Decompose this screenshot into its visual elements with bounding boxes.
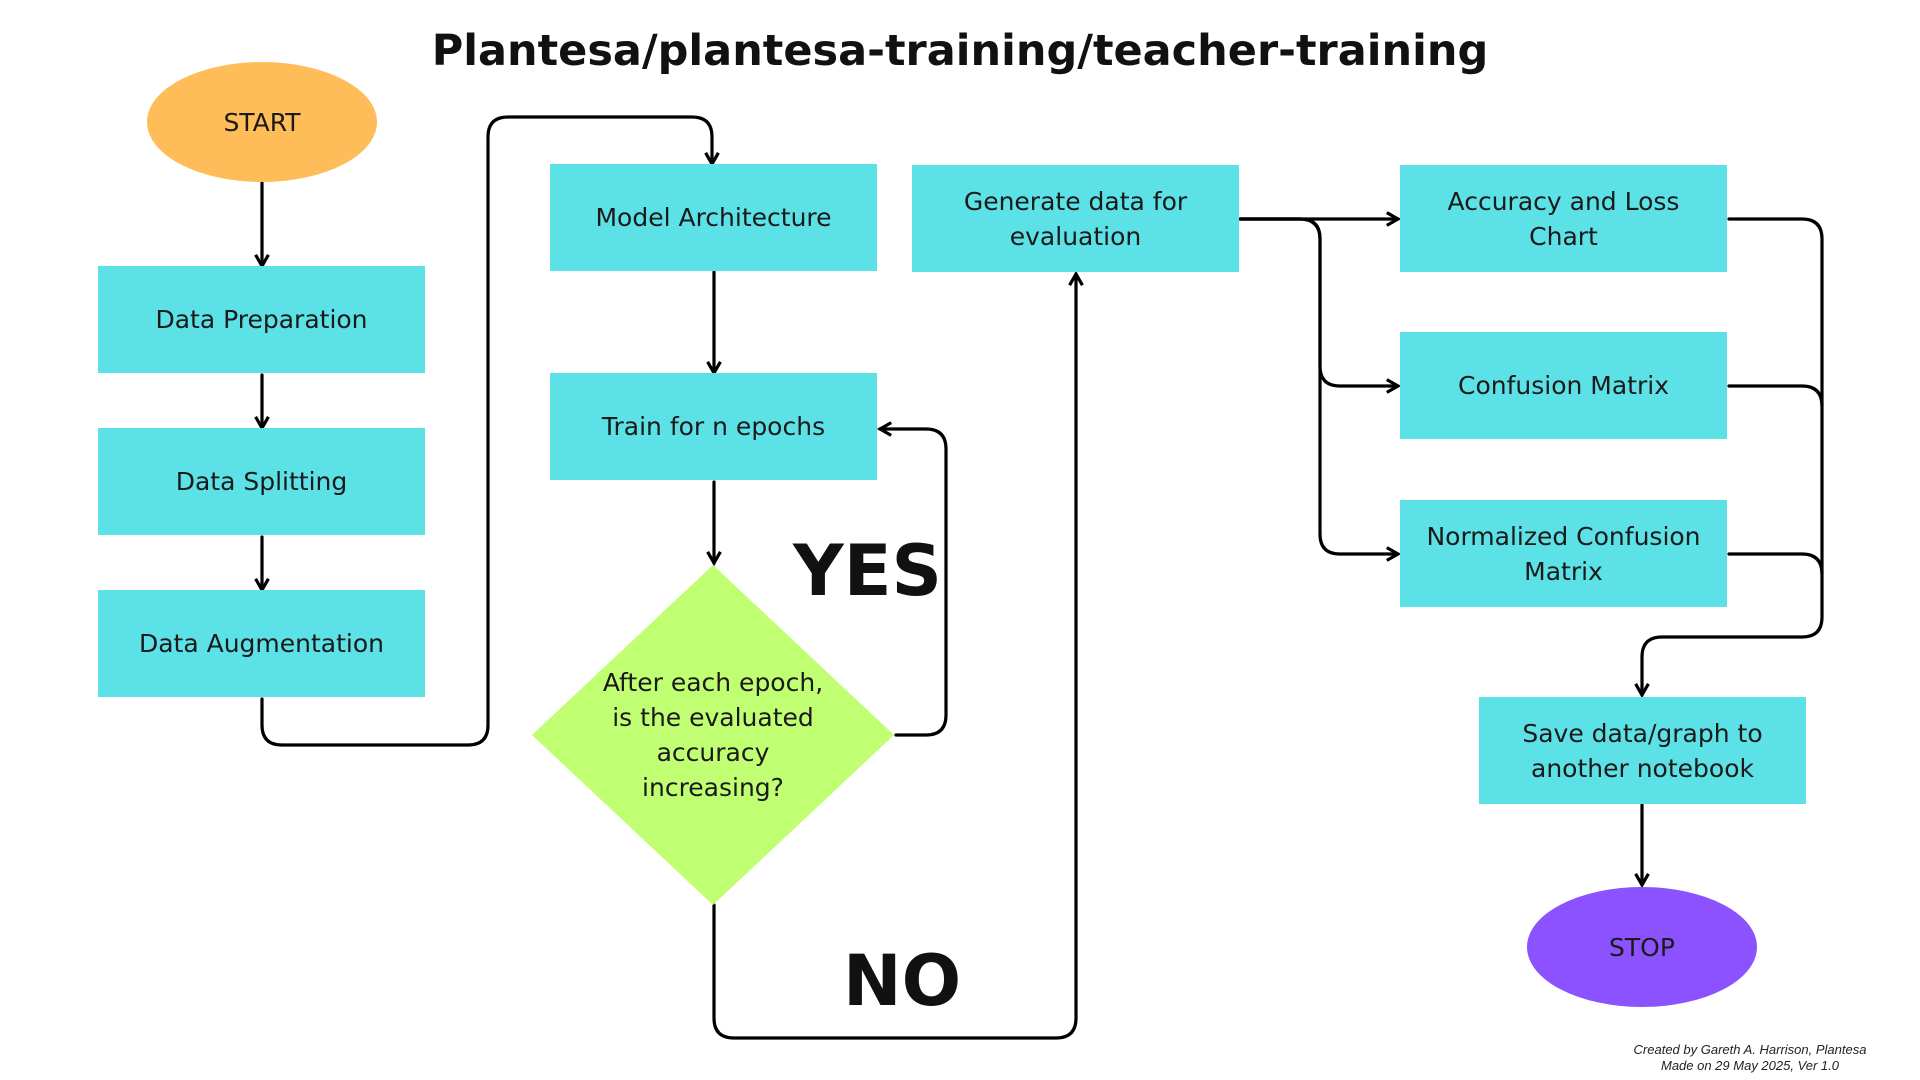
arrow-generate-to-normalized-matrix [1238,217,1402,562]
arrow-accuracy-chart-to-save [1634,217,1824,699]
stop-terminator: STOP [1527,887,1757,1007]
model-architecture-step: Model Architecture [550,164,877,271]
data-preparation-step: Data Preparation [98,266,425,373]
decision-question: After each epoch, is the evaluated accur… [602,668,824,802]
save-data-step: Save data/graph to another notebook [1479,697,1806,804]
confusion-matrix-step: Confusion Matrix [1400,332,1727,439]
generate-evaluation-data-step: Generate data for evaluation [912,165,1239,272]
page-title: Plantesa/plantesa-training/teacher-train… [431,26,1489,76]
arrow-augmentation-to-architecture [260,115,720,747]
arrow-decision-yes-loop [876,421,948,737]
connector-normalized-matrix-merge [1727,552,1824,576]
credit-date-version: Made on 29 May 2025, Ver 1.0 [1660,1058,1840,1073]
start-terminator: START [147,62,377,182]
credit-note: Created by Gareth A. Harrison, Plantesa … [1600,1042,1900,1074]
arrow-decision-no-to-generate [712,270,1084,1040]
data-augmentation-step: Data Augmentation [98,590,425,697]
no-label: NO [843,940,962,1022]
normalized-confusion-matrix-step: Normalized Confusion Matrix [1400,500,1727,607]
accuracy-loss-chart-step: Accuracy and Loss Chart [1400,165,1727,272]
yes-label: YES [793,530,942,612]
data-splitting-step: Data Splitting [98,428,425,535]
credit-author: Created by Gareth A. Harrison, Plantesa [1633,1042,1867,1057]
connector-confusion-matrix-merge [1727,384,1824,408]
decision-diamond [532,565,894,905]
train-epochs-step: Train for n epochs [550,373,877,480]
